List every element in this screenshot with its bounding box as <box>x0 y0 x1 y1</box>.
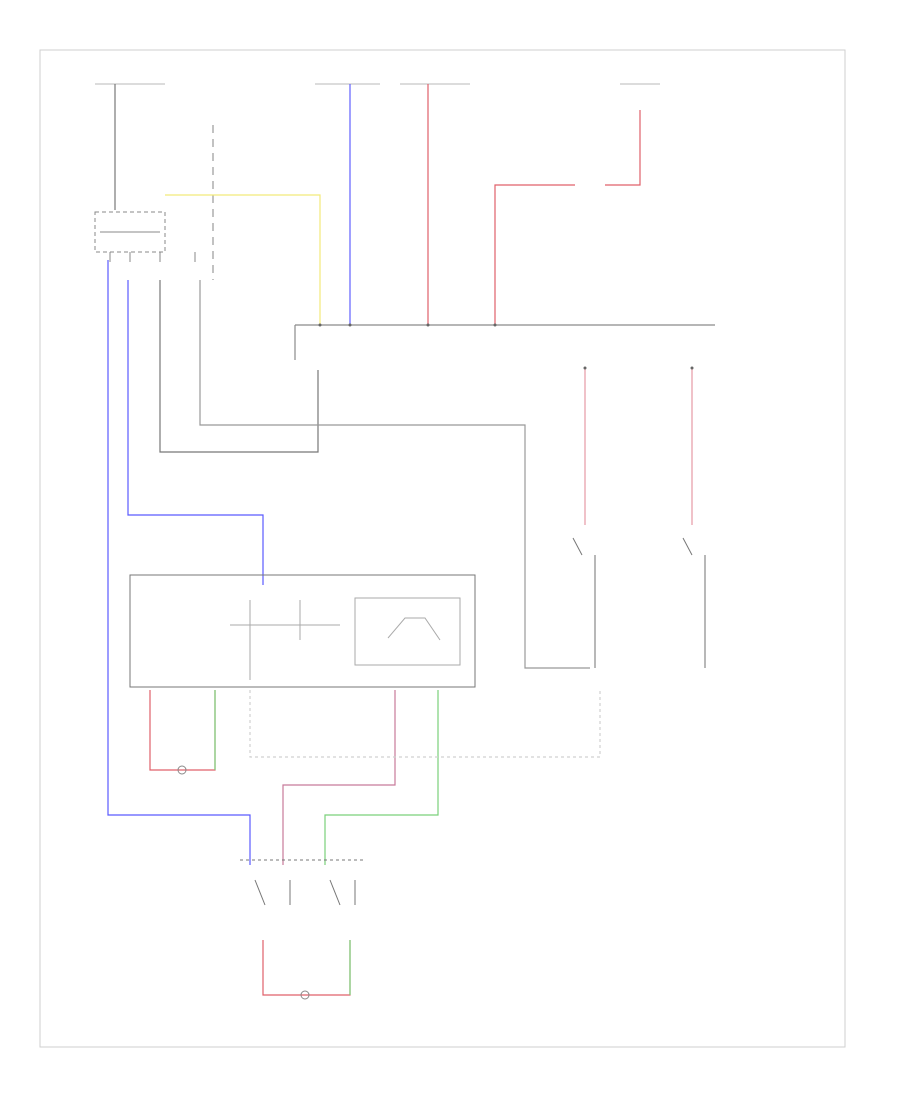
wires <box>107 84 715 996</box>
diagram-frame <box>39 49 846 1048</box>
switch-contact-icon <box>572 537 693 556</box>
connector-icon <box>318 323 694 370</box>
control-unit-box <box>129 574 476 688</box>
bottom-switch <box>240 859 365 906</box>
motor-icon <box>177 765 310 1000</box>
left-relay-block <box>94 211 196 262</box>
